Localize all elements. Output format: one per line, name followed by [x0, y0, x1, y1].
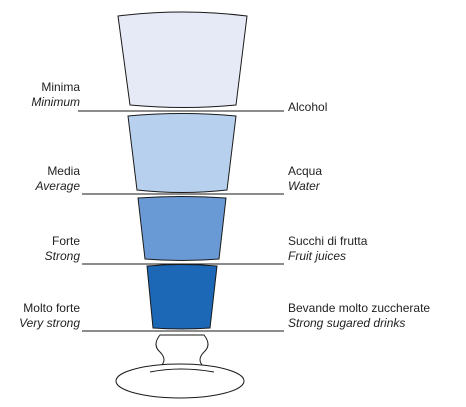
glass-section-strong [137, 196, 227, 261]
label-right-sugared: Bevande molto zuccherate Strong sugared … [288, 301, 430, 331]
label-right-water: Acqua Water [288, 164, 322, 194]
label-left-average-main: Media [47, 164, 80, 178]
label-right-sugared-main: Bevande molto zuccherate [288, 301, 431, 315]
label-left-very-strong: Molto forte Very strong [19, 301, 80, 331]
label-right-water-main: Acqua [288, 164, 323, 178]
label-right-water-sub: Water [288, 179, 320, 193]
label-right-alcohol: Alcohol [288, 100, 327, 115]
label-left-average-sub: Average [35, 179, 80, 193]
label-left-strong-main: Forte [51, 234, 80, 248]
label-left-minimum-sub: Minimum [31, 95, 80, 109]
label-left-very-strong-sub: Very strong [19, 316, 80, 330]
label-left-minimum: Minima Minimum [31, 80, 80, 110]
label-left-average: Media Average [36, 164, 80, 194]
glass-section-average [127, 113, 237, 193]
glass-section-minimum [117, 11, 248, 108]
label-right-juices-main: Succhi di frutta [288, 234, 368, 248]
label-left-strong-sub: Strong [44, 249, 80, 263]
glass-section-very-strong [146, 264, 218, 330]
label-right-sugared-sub: Strong sugared drinks [288, 316, 406, 330]
label-right-alcohol-main: Alcohol [288, 100, 328, 114]
label-left-strong: Forte Strong [45, 234, 80, 264]
label-right-juices: Succhi di frutta Fruit juices [288, 234, 367, 264]
label-left-very-strong-main: Molto forte [23, 301, 80, 315]
glass-base [115, 363, 245, 399]
label-left-minimum-main: Minima [41, 80, 80, 94]
label-right-juices-sub: Fruit juices [288, 249, 347, 263]
